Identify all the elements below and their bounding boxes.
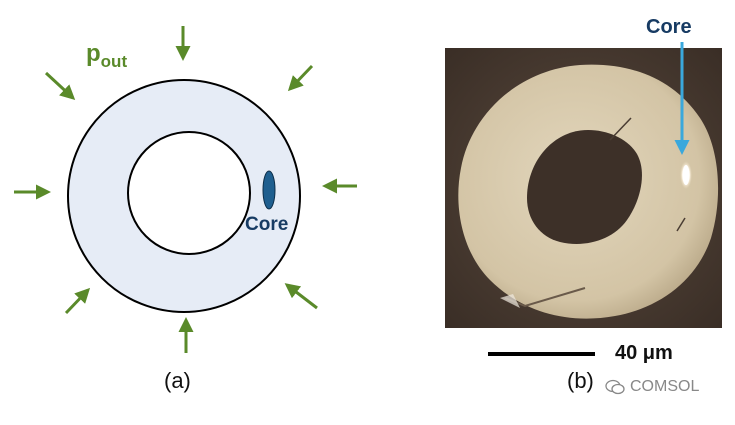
fiber-micrograph: [445, 48, 722, 328]
panel-b: Core 40 μm (b) COMSOL: [380, 0, 735, 420]
core-pointer: [674, 42, 690, 155]
caption-a: (a): [164, 368, 191, 393]
air-hole: [127, 131, 251, 255]
pressure-symbol: p: [86, 40, 101, 67]
core-bright-center: [682, 165, 690, 185]
scale-bar: [488, 352, 595, 356]
pressure-subscript: out: [100, 52, 128, 71]
crack-2: [676, 217, 686, 232]
edge-reflection: [500, 294, 520, 308]
watermark-text: COMSOL: [630, 378, 700, 395]
caption-b: (b): [567, 368, 594, 393]
scale-bar-label: 40 μm: [615, 342, 673, 364]
pressure-arrow-top-right: [287, 64, 314, 92]
wechat-icon: [605, 379, 625, 395]
fiber-schematic: [14, 26, 357, 353]
pressure-label: pout: [86, 40, 127, 72]
central-hole: [527, 130, 642, 244]
core-ellipse: [262, 170, 276, 210]
pressure-arrow-bottom-right: [284, 283, 318, 310]
watermark: COMSOL: [605, 378, 699, 396]
panel-a: pout Core (a): [14, 26, 357, 393]
crack-1: [609, 117, 632, 141]
core-label-b: Core: [646, 16, 692, 38]
pressure-arrow-bottom-left: [64, 287, 91, 315]
pressure-arrow-top-left: [44, 71, 76, 101]
core-label-a: Core: [245, 214, 289, 235]
